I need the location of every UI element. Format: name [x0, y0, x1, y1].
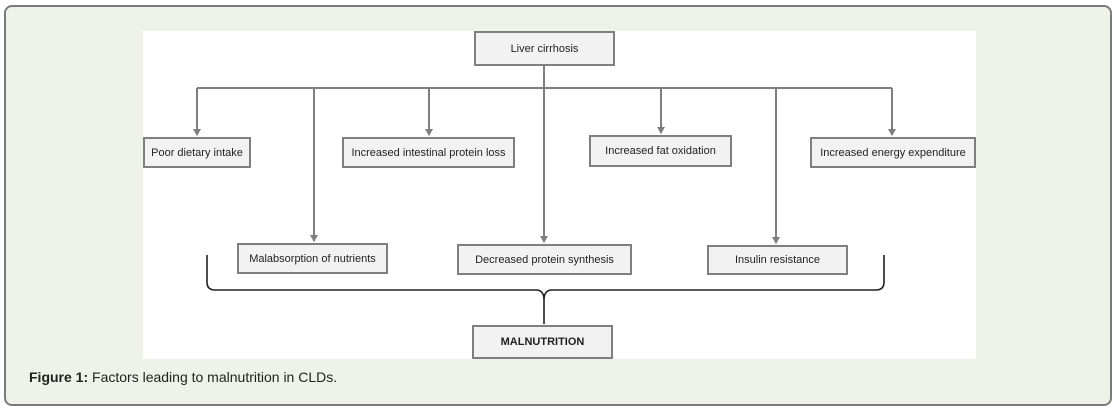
factor-box-poor-dietary-intake: Poor dietary intake — [143, 137, 251, 168]
factor-label: Increased energy expenditure — [820, 146, 966, 159]
root-label: Liver cirrhosis — [510, 42, 579, 55]
factor-label: Increased fat oxidation — [605, 145, 716, 157]
outcome-box: MALNUTRITION — [472, 325, 613, 359]
factor-box-protein-synthesis: Decreased protein synthesis — [457, 244, 632, 275]
figure-caption: Figure 1: Factors leading to malnutritio… — [29, 369, 337, 385]
factor-box-fat-oxidation: Increased fat oxidation — [589, 135, 732, 167]
factor-box-energy-expenditure: Increased energy expenditure — [810, 137, 976, 168]
root-box: Liver cirrhosis — [474, 31, 615, 66]
factor-label: Insulin resistance — [735, 254, 820, 266]
figure-area — [143, 31, 976, 359]
grouping-brace — [206, 255, 885, 324]
factor-label: Decreased protein synthesis — [475, 253, 614, 266]
factor-label: Increased intestinal protein loss — [351, 146, 506, 159]
factor-box-intestinal-protein-loss: Increased intestinal protein loss — [342, 137, 515, 168]
factor-label: Poor dietary intake — [151, 146, 243, 159]
factor-box-malabsorption: Malabsorption of nutrients — [237, 243, 388, 274]
caption-label: Figure 1: — [29, 369, 89, 385]
outcome-label: MALNUTRITION — [500, 336, 585, 348]
factor-box-insulin-resistance: Insulin resistance — [707, 245, 848, 275]
factor-label: Malabsorption of nutrients — [249, 252, 376, 265]
caption-text: Factors leading to malnutrition in CLDs. — [88, 369, 338, 385]
